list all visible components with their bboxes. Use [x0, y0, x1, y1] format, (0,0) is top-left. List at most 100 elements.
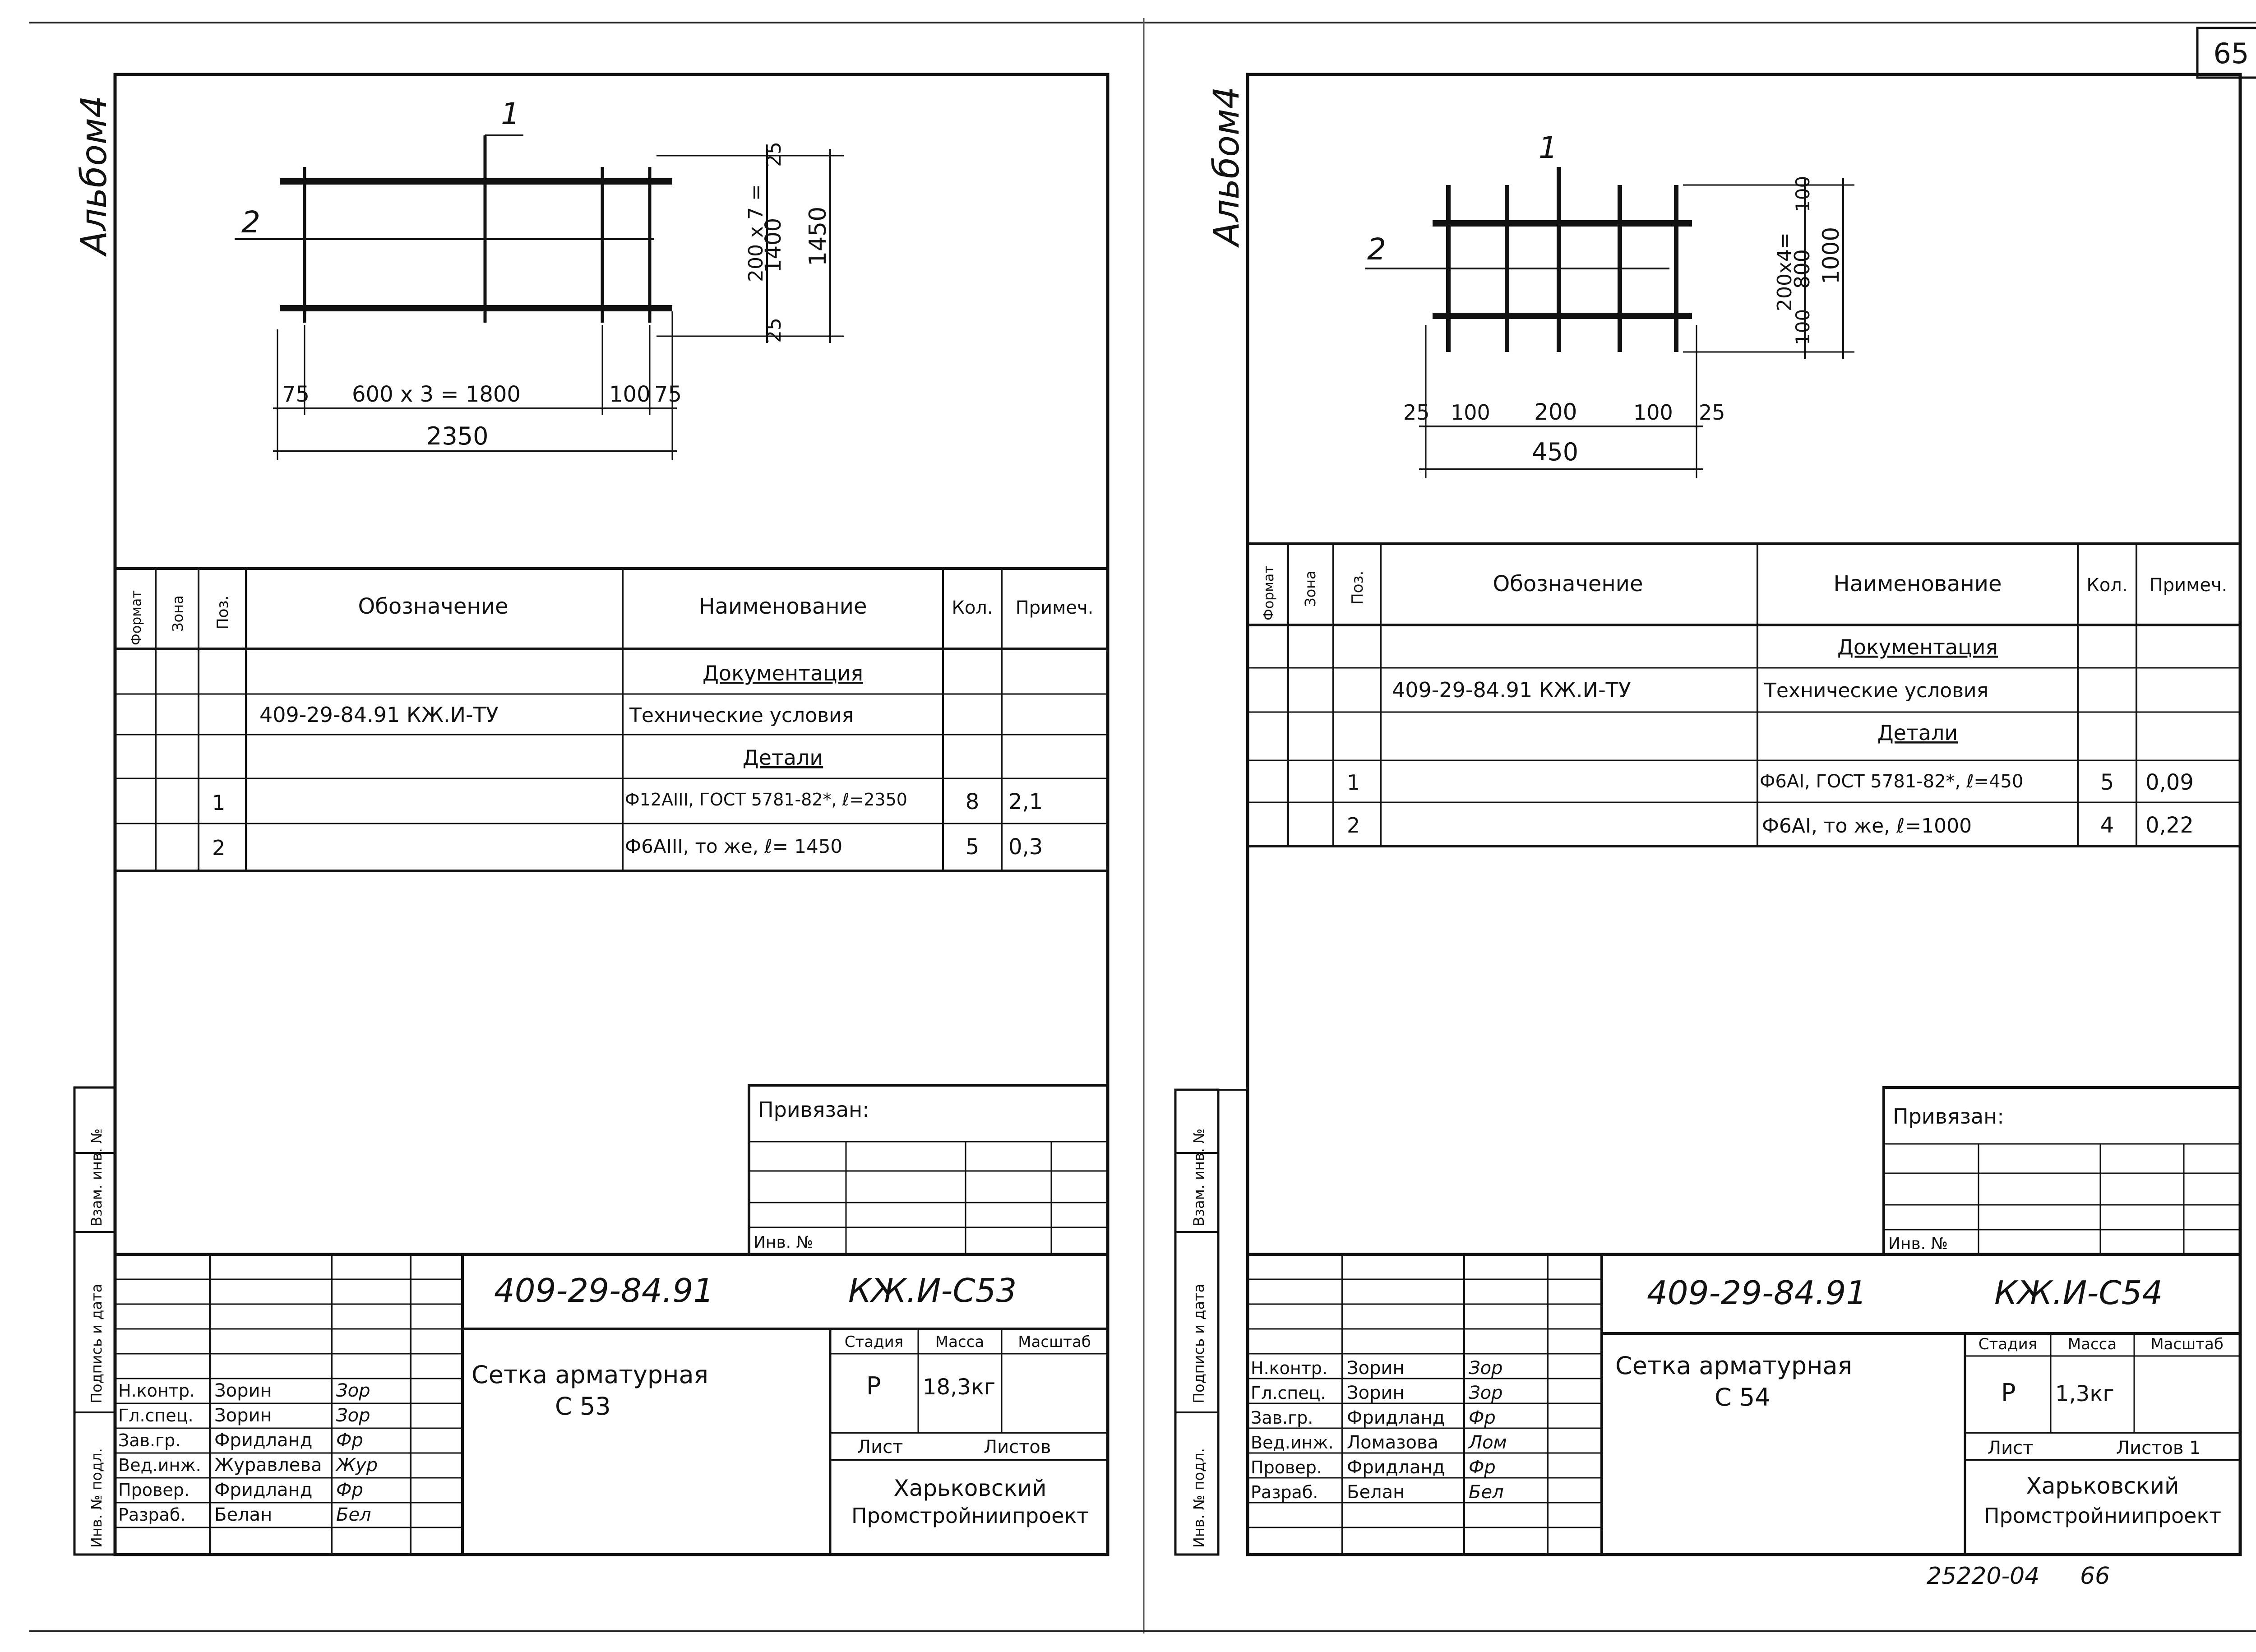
header-qty: Кол.	[952, 597, 993, 618]
spec-row-qty: 4	[2100, 813, 2114, 838]
album-label: Альбом4	[74, 96, 115, 257]
person-signature: Зор	[1469, 1358, 1503, 1379]
stamp-inv-podl: Инв. № подл.	[1190, 1448, 1207, 1548]
spec-row-designation: 409-29-84.91 КЖ.И-ТУ	[1392, 678, 1631, 702]
title-name-line2: С 54	[1715, 1383, 1771, 1411]
person-signature: Жур	[335, 1455, 378, 1476]
title-name-line2: С 53	[555, 1392, 611, 1421]
spec-row-qty: 8	[966, 789, 980, 814]
header-zone: Зона	[1302, 570, 1319, 607]
person-signature: Зор	[336, 1380, 370, 1401]
mass-label: Масса	[2068, 1335, 2117, 1353]
sheet-label: Лист	[1988, 1438, 2033, 1458]
header-name: Наименование	[698, 594, 867, 619]
spec-row-documentation: Документация	[703, 661, 863, 685]
dim-200x7: 200 x 7 =	[744, 184, 767, 282]
scale-label: Масштаб	[1018, 1333, 1091, 1351]
org-line1: Харьковский	[2026, 1473, 2179, 1499]
doc-code: 409-29-84.91	[1647, 1274, 1867, 1312]
person-role: Н.контр.	[118, 1381, 195, 1401]
mass-value: 1,3кг	[2055, 1381, 2114, 1407]
person-name: Ломазова	[1347, 1432, 1438, 1453]
spec-row-note: 0,09	[2145, 770, 2194, 795]
inv-no-label: Инв. №	[1888, 1235, 1948, 1253]
header-zone: Зона	[169, 595, 186, 632]
person-name: Журавлева	[214, 1455, 322, 1476]
album-label: Альбом4	[1207, 87, 1247, 248]
header-format: Формат	[129, 590, 144, 645]
person-role: Разраб.	[118, 1505, 185, 1525]
spec-row-name: Технические условия	[1764, 679, 1988, 702]
dim-1000: 1000	[1818, 227, 1844, 284]
person-name: Зорин	[214, 1405, 272, 1426]
stamp-vzam: Взам. инв. №	[1190, 1129, 1207, 1226]
person-signature: Зор	[336, 1405, 370, 1426]
archive-code: 25220-04	[1927, 1563, 2039, 1590]
sheet-right: Альбом4 1 2 25 100 200 100 25	[1174, 73, 2242, 1556]
dim-450: 450	[1532, 438, 1578, 466]
doc-code: 409-29-84.91	[494, 1272, 714, 1310]
org-line1: Харьковский	[893, 1475, 1046, 1501]
header-name: Наименование	[1833, 571, 2002, 597]
person-name: Фридланд	[1347, 1407, 1445, 1428]
spec-row-pos: 1	[212, 791, 225, 815]
stage-label: Стадия	[1979, 1335, 2037, 1353]
header-format: Формат	[1261, 565, 1277, 620]
position-2-callout: 2	[1367, 232, 1386, 267]
spec-row-name: Ф6АIII, то же, ℓ= 1450	[625, 835, 842, 857]
sheets-label: Листов 1	[2116, 1438, 2201, 1458]
sheet-code: КЖ.И-С53	[848, 1272, 1017, 1310]
dim-100-left: 100	[1451, 400, 1490, 425]
person-signature: Фр	[336, 1430, 363, 1451]
person-name: Фридланд	[1347, 1457, 1445, 1478]
mesh-drawing	[235, 134, 844, 460]
person-role: Вед.инж.	[118, 1455, 201, 1475]
dim-25-bottom: 25	[763, 318, 786, 343]
person-name: Фридланд	[214, 1480, 312, 1500]
header-pos: Поз.	[214, 596, 232, 629]
person-name: Зорин	[214, 1380, 272, 1401]
privyazan-label: Привязан:	[1893, 1104, 2004, 1129]
person-name: Белан	[1347, 1482, 1405, 1503]
dim-1450: 1450	[804, 207, 832, 266]
spec-row-pos: 2	[1347, 813, 1360, 838]
header-note: Примеч.	[1016, 597, 1094, 618]
scale-label: Масштаб	[2150, 1335, 2224, 1353]
dim-2350: 2350	[426, 422, 488, 450]
spec-row-designation: 409-29-84.91 КЖ.И-ТУ	[259, 703, 499, 727]
person-role: Зав.гр.	[118, 1430, 180, 1450]
spec-row-note: 0,22	[2145, 813, 2194, 838]
dim-600x3: 600 x 3 = 1800	[352, 382, 521, 407]
spec-row-details: Детали	[1877, 721, 1958, 745]
person-role: Провер.	[118, 1480, 190, 1500]
person-signature: Зор	[1469, 1383, 1503, 1403]
person-role: Н.контр.	[1251, 1358, 1327, 1378]
header-designation: Обозначение	[1493, 571, 1643, 597]
sheet-code: КЖ.И-С54	[1994, 1274, 2163, 1312]
spec-row-qty: 5	[966, 834, 980, 860]
spec-row-name: Ф6АI, то же, ℓ=1000	[1762, 814, 1972, 838]
spec-row-name: Ф12АIII, ГОСТ 5781-82*, ℓ=2350	[625, 790, 907, 810]
spec-table	[1246, 542, 2242, 847]
person-name: Белан	[214, 1504, 272, 1525]
dim-25-left: 25	[1403, 400, 1430, 425]
dim-75-left: 75	[282, 382, 310, 407]
archive-page: 66	[2080, 1563, 2110, 1590]
position-2-callout: 2	[241, 205, 260, 240]
inv-no-label: Инв. №	[754, 1233, 813, 1252]
privyazan-block	[748, 1084, 1109, 1256]
title-block	[113, 1253, 1110, 1556]
person-signature: Фр	[336, 1480, 363, 1500]
spec-row-qty: 5	[2100, 770, 2114, 795]
dim-25-right: 25	[1699, 400, 1725, 425]
person-role: Разраб.	[1251, 1482, 1318, 1502]
page-number: 65	[2214, 37, 2249, 70]
spec-row-details: Детали	[743, 745, 823, 770]
side-stamp	[1174, 1088, 1248, 1556]
title-name-line1: Сетка арматурная	[1615, 1351, 1852, 1380]
dim-200x4: 200x4=	[1773, 232, 1796, 311]
dim-800: 800	[1790, 249, 1814, 289]
header-designation: Обозначение	[358, 594, 508, 619]
position-1-callout: 1	[1539, 130, 1558, 165]
